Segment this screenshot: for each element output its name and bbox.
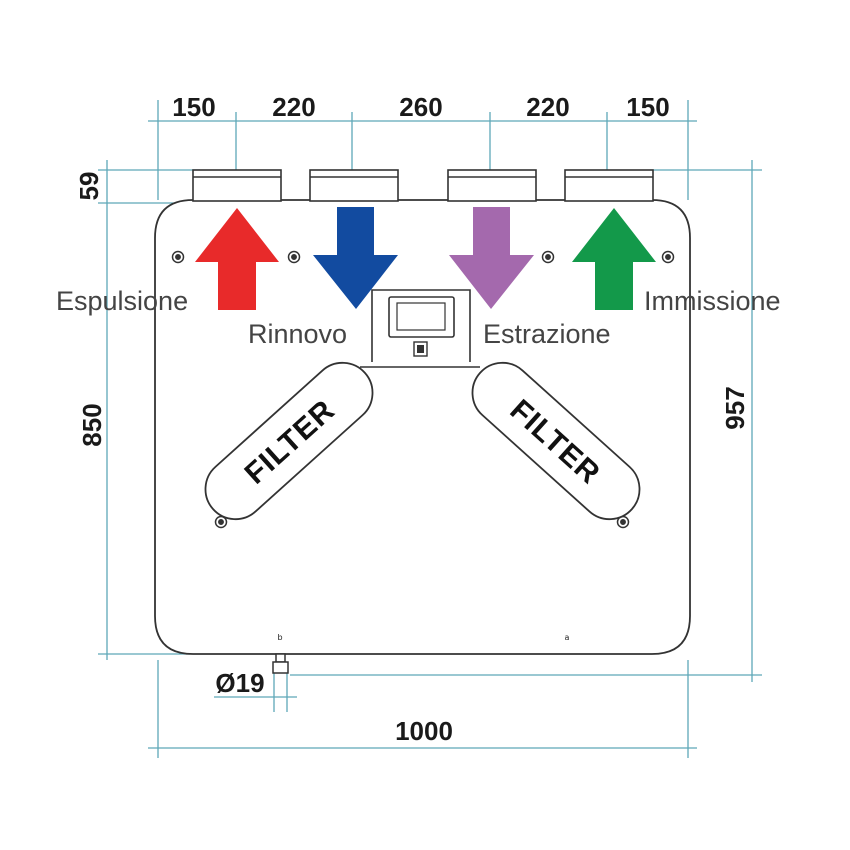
screw-hole-icon	[661, 250, 675, 264]
dimension-total-height: 957	[720, 386, 750, 429]
dimension-top-4: 220	[526, 92, 569, 122]
label-espulsione: Espulsione	[56, 286, 188, 316]
dimension-body-height: 850	[77, 403, 107, 446]
spigot-1	[192, 169, 282, 202]
dimension-top-3: 260	[399, 92, 442, 122]
screw-holes	[171, 250, 675, 529]
display-screen	[388, 296, 455, 338]
screw-hole-icon	[541, 250, 555, 264]
screw-hole-icon	[287, 250, 301, 264]
arrow-immissione-up-icon	[572, 208, 656, 310]
label-immissione: Immissione	[644, 286, 781, 316]
dimension-top-2: 220	[272, 92, 315, 122]
dimension-top-5: 150	[626, 92, 669, 122]
arrow-rinnovo-down-icon	[313, 207, 398, 309]
unit-body	[154, 199, 691, 655]
corner-mark-right: a	[565, 633, 570, 642]
dimension-total-width: 1000	[395, 716, 453, 746]
screw-hole-icon	[171, 250, 185, 264]
spigot-3	[447, 169, 537, 202]
control-panel	[360, 289, 480, 368]
dimension-drain-diameter: Ø19	[215, 668, 264, 698]
spigot-2	[309, 169, 399, 202]
corner-mark-left: b	[277, 633, 282, 642]
label-estrazione: Estrazione	[483, 319, 611, 349]
label-rinnovo: Rinnovo	[248, 319, 347, 349]
arrow-espulsione-up-icon	[195, 208, 279, 310]
dimension-spigot-height: 59	[74, 172, 104, 201]
dimension-top-1: 150	[172, 92, 215, 122]
drain-pipe	[272, 653, 289, 674]
spigot-4	[564, 169, 654, 202]
arrow-estrazione-down-icon	[449, 207, 534, 309]
screw-hole-icon	[214, 515, 228, 529]
dimension-lines	[98, 100, 762, 758]
spigots	[192, 169, 654, 202]
